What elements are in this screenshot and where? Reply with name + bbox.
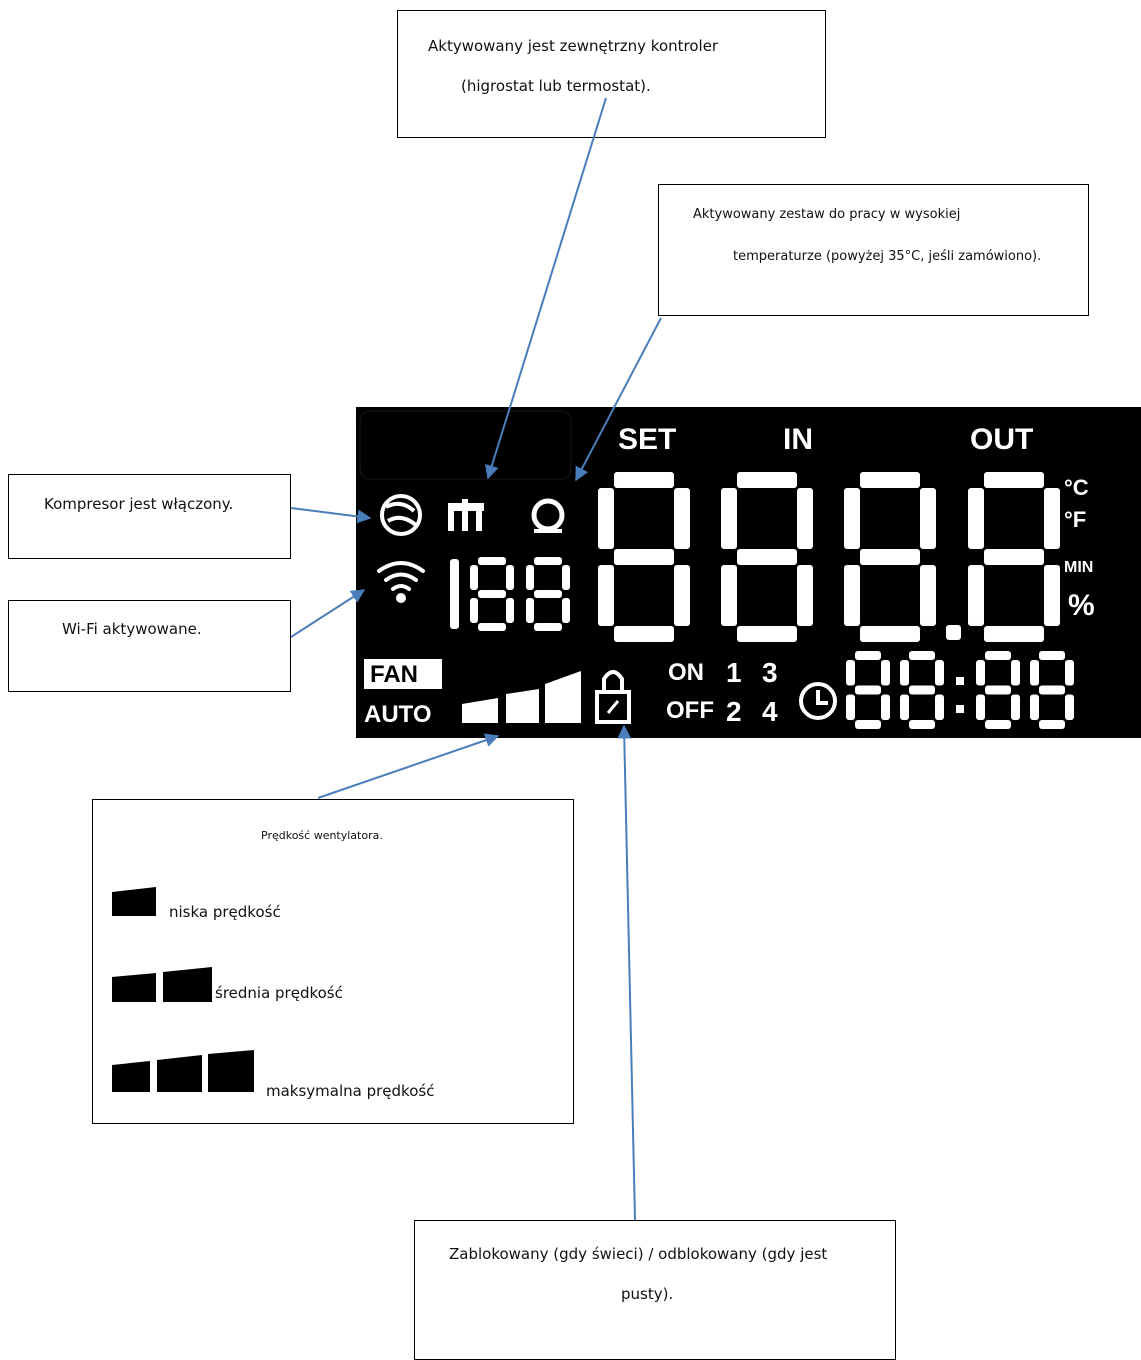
max-speed-label: maksymalna prędkość <box>266 1082 435 1100</box>
timer-4: 4 <box>762 696 778 727</box>
label-out: OUT <box>970 423 1034 456</box>
max-speed-bars-icon <box>112 1050 254 1092</box>
medium-speed-bars-icon <box>112 967 212 1002</box>
clock-colon-dot <box>956 705 964 713</box>
big-digit-4 <box>968 472 1060 642</box>
callout-lock-line2: pusty). <box>621 1285 674 1303</box>
arrow-fan-speed <box>317 733 500 799</box>
medium-speed-label: średnia prędkość <box>215 984 343 1002</box>
low-speed-bars-icon <box>112 887 156 916</box>
label-set: SET <box>618 423 677 456</box>
big-digit-3 <box>844 472 936 642</box>
auto-label: AUTO <box>364 701 432 728</box>
unit-percent: % <box>1068 589 1095 622</box>
high-temp-kit-icon <box>531 498 565 533</box>
arrow-compressor <box>290 507 372 524</box>
on-label: ON <box>668 659 704 686</box>
callout-thermostat-line2: (higrostat lub termostat). <box>461 77 651 95</box>
timer-1: 1 <box>726 657 742 688</box>
arrow-lock <box>617 724 636 1221</box>
unit-c: °C <box>1064 475 1089 500</box>
decimal-point <box>946 625 961 640</box>
callout-high-temp-line2: temperaturze (powyżej 35°C, jeśli zamówi… <box>733 249 1042 264</box>
small-digit-1 <box>450 559 459 629</box>
low-speed-label: niska prędkość <box>169 903 281 921</box>
clock-colon-dot <box>956 677 964 685</box>
clock-icon <box>799 682 837 720</box>
callout-lock-line1: Zablokowany (gdy świeci) / odblokowany (… <box>449 1245 828 1263</box>
fan-speed-title: Prędkość wentylatora. <box>261 829 383 842</box>
callout-thermostat: Aktywowany jest zewnętrzny kontroler (hi… <box>397 10 826 138</box>
callout-wifi: Wi-Fi aktywowane. <box>8 600 291 692</box>
timer-2: 2 <box>726 696 742 727</box>
arrow-high-temp-kit <box>575 317 662 482</box>
thermostat-icon <box>448 499 484 531</box>
wifi-icon <box>377 561 425 603</box>
lcd-display: SET IN OUT °C °F MIN % FAN AUTO ON OFF 1… <box>356 407 1141 738</box>
callout-fan-speed: Prędkość wentylatora. niska prędkość śre… <box>92 799 574 1124</box>
callout-high-temp-line1: Aktywowany zestaw do pracy w wysokiej <box>693 207 961 222</box>
fan-label: FAN <box>370 661 418 688</box>
compressor-icon <box>380 494 422 536</box>
callout-thermostat-line1: Aktywowany jest zewnętrzny kontroler <box>428 37 719 55</box>
fan-speed-bars-icon <box>462 671 581 723</box>
callout-wifi-text: Wi-Fi aktywowane. <box>62 620 202 638</box>
lock-icon <box>595 670 631 724</box>
callout-compressor-text: Kompresor jest włączony. <box>44 495 234 513</box>
callout-compressor: Kompresor jest włączony. <box>8 474 291 559</box>
small-digit-2 <box>470 557 514 631</box>
unit-min: MIN <box>1064 559 1094 576</box>
small-digit-3 <box>526 557 570 631</box>
timer-3: 3 <box>762 657 778 688</box>
clock-digit-2 <box>900 651 944 729</box>
callout-high-temp-kit: Aktywowany zestaw do pracy w wysokiej te… <box>658 184 1089 316</box>
arrow-wifi <box>290 589 366 638</box>
off-label: OFF <box>666 697 714 724</box>
callout-lock: Zablokowany (gdy świeci) / odblokowany (… <box>414 1220 896 1360</box>
arrow-thermostat <box>485 97 607 480</box>
clock-digit-4 <box>1030 651 1074 729</box>
big-digit-2 <box>721 472 813 642</box>
redacted-area <box>359 410 572 480</box>
unit-f: °F <box>1064 507 1087 532</box>
clock-digit-1 <box>846 651 890 729</box>
fan-label-box <box>364 659 442 689</box>
big-digit-1 <box>598 472 690 642</box>
label-in: IN <box>783 423 813 456</box>
clock-digit-3 <box>976 651 1020 729</box>
